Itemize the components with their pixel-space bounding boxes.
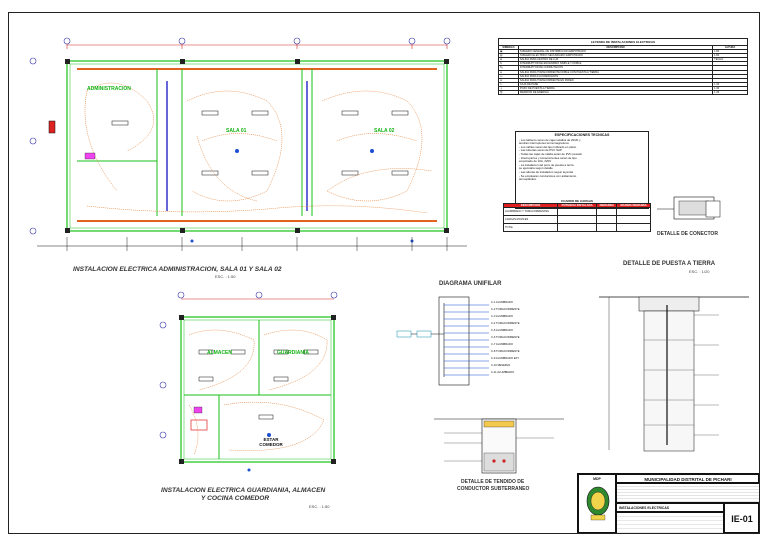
cargas-cell bbox=[616, 207, 651, 217]
cargas-cell bbox=[596, 215, 618, 225]
admin-floor-plan bbox=[29, 37, 467, 251]
unifilar-circuit: C-10 RESERVA bbox=[491, 364, 511, 367]
municipal-seal-icon bbox=[586, 486, 610, 521]
puesta-scale: ESC. : 1/20 bbox=[689, 269, 710, 274]
unifilar-drawing bbox=[396, 296, 489, 386]
specs-line: se ejecutara segun detalle bbox=[519, 166, 553, 171]
guardiania-plan-title-1: INSTALACION ELECTRICA GUARDIANIA, ALMACE… bbox=[161, 487, 326, 494]
cargas-wrap: CUADRO DE CARGAS DESCRIPCION POTENCIA IN… bbox=[502, 199, 651, 233]
conector-title: DETALLE DE CONECTOR bbox=[657, 231, 718, 237]
cargas-cell: CARGAS MOVILES bbox=[502, 215, 559, 225]
guardiania-plan-title-2: Y COCINA COMEDOR bbox=[201, 495, 270, 502]
room-label-almacen: ALMACEN bbox=[207, 350, 232, 356]
conector-detail-drawing bbox=[657, 196, 721, 220]
cargas-cell bbox=[596, 207, 618, 217]
specs-box: ESPECIFICACIONES TECNICAS - Los tableros… bbox=[515, 131, 649, 209]
table-row: ALUMBRADO Y TOMACORRIENTES bbox=[502, 207, 651, 217]
table-row: TOTAL bbox=[502, 223, 651, 233]
legend-table-wrap: LEYENDA DE INSTALACIONES ELECTRICAS SIMB… bbox=[498, 38, 748, 96]
specs-line: - Todas las cajas de salida seran de PVC… bbox=[519, 151, 582, 156]
specs-line: - Se emplearan conductores con aislamien… bbox=[519, 173, 577, 178]
sheet-code: IE-01 bbox=[724, 503, 759, 533]
legend-table: SIMBOLO DESCRIPCION ALTURA ▣TABLERO GENE… bbox=[498, 44, 748, 96]
unifilar-circuit-list: C-1 ALUMBRADO C-2 TOMACORRIENTE C-3 ALUM… bbox=[491, 301, 520, 378]
specs-line: - Los tableros seran de caja metalica de… bbox=[519, 137, 581, 142]
unifilar-circuit: C-9 ALUMBRADO EXT. bbox=[491, 357, 520, 360]
cargas-header: DEMANDA bbox=[596, 202, 618, 209]
cargas-table: DESCRIPCION POTENCIA INSTALADA DEMANDA M… bbox=[502, 202, 651, 233]
table-row: CARGAS MOVILES bbox=[502, 215, 651, 225]
legend-desc: MEDIDOR DE ENERGIA bbox=[517, 90, 714, 96]
legend-header-descripcion: DESCRIPCION bbox=[517, 44, 714, 51]
unifilar-circuit: C-7 ALUMBRADO bbox=[491, 343, 513, 346]
specs-line: - Las alturas de instalacion segun leyen… bbox=[519, 169, 573, 174]
puesta-title: DETALLE DE PUESTA A TIERRA bbox=[623, 261, 716, 267]
specs-line: - Los cables seran del tipo indicado en … bbox=[519, 144, 577, 149]
room-label-estar-comedor: ESTAR COMEDOR bbox=[259, 437, 283, 447]
specs-line: - La instalacion del pozo de puesta a ti… bbox=[519, 162, 574, 167]
cargas-cell: ALUMBRADO Y TOMACORRIENTES bbox=[502, 207, 559, 217]
room-label-guardiania: GUARDIANIA bbox=[277, 350, 309, 356]
unifilar-circuit: C-5 ALUMBRADO bbox=[491, 329, 513, 332]
room-label-sala-02: SALA 02 bbox=[374, 128, 395, 134]
tendido-detail-drawing bbox=[434, 418, 564, 474]
cargas-cell bbox=[596, 223, 618, 233]
cargas-title: CUADRO DE CARGAS bbox=[560, 199, 593, 203]
unifilar-circuit: C-11 ALUMBRADO bbox=[491, 371, 515, 374]
cargas-cell bbox=[557, 207, 598, 217]
sheet-name: INSTALACIONES ELECTRICAS bbox=[616, 503, 724, 512]
unifilar-circuit: C-3 ALUMBRADO bbox=[491, 315, 513, 318]
logo-label: MDP bbox=[593, 477, 601, 481]
unifilar-circuit: C-4 TOMACORRIENTE bbox=[491, 322, 520, 325]
specs-line: empotrado de 10A, 220V bbox=[519, 159, 552, 164]
specs-line: - Interruptores y tomacorrientes seran d… bbox=[519, 155, 577, 160]
legend-height: 1.30 bbox=[712, 90, 748, 96]
cargas-cell: TOTAL bbox=[502, 223, 559, 233]
guardiania-plan-scale: ESC. : 1:50 bbox=[309, 504, 330, 509]
cargas-cell bbox=[557, 215, 598, 225]
unifilar-circuit: C-2 TOMACORRIENTE bbox=[491, 308, 520, 311]
title-block-logo-cell: MDP bbox=[578, 474, 616, 533]
tendido-title-2: CONDUCTOR SUBTERRANEO bbox=[457, 486, 530, 492]
unifilar-circuit: C-6 TOMACORRIENTE bbox=[491, 336, 520, 339]
room-label-administracion: ADMINISTRACION bbox=[87, 86, 131, 92]
specs-line: - Las tuberias seran de PVC SAP bbox=[519, 148, 562, 153]
unifilar-circuit: C-8 TOMACORRIENTE bbox=[491, 350, 520, 353]
legend-symbol-icon: Ⓜ bbox=[498, 90, 519, 96]
cargas-cell bbox=[616, 215, 651, 225]
cargas-header: POTENCIA INSTALADA bbox=[557, 202, 598, 209]
title-block: MDP MUNICIPALIDAD DISTRITAL DE PICHARI I… bbox=[577, 473, 759, 533]
project-description bbox=[616, 483, 759, 503]
cargas-cell bbox=[616, 223, 651, 233]
specs-line: tendran interruptores termomagneticos bbox=[519, 141, 569, 146]
room-label-sala-01: SALA 01 bbox=[226, 128, 247, 134]
specs-title: ESPECIFICACIONES TECNICAS bbox=[554, 133, 610, 137]
entity-name: MUNICIPALIDAD DISTRITAL DE PICHARI bbox=[616, 474, 759, 483]
drawing-sheet: ADMINISTRACION SALA 01 SALA 02 INSTALACI… bbox=[8, 12, 760, 534]
unifilar-title: DIAGRAMA UNIFILAR bbox=[439, 281, 502, 287]
specs-line: termoplastico bbox=[519, 177, 537, 182]
admin-plan-scale: ESC. : 1:50 bbox=[215, 274, 236, 279]
sheet-info-grid bbox=[616, 512, 724, 533]
unifilar-circuit: C-1 ALUMBRADO bbox=[491, 301, 513, 304]
guardiania-floor-plan bbox=[159, 291, 338, 472]
cargas-header: MAXIMA DEMANDA bbox=[616, 202, 651, 209]
puesta-tierra-drawing bbox=[599, 296, 749, 452]
legend-title: LEYENDA DE INSTALACIONES ELECTRICAS bbox=[498, 38, 748, 45]
legend-header-altura: ALTURA bbox=[712, 44, 748, 51]
tendido-title-1: DETALLE DE TENDIDO DE bbox=[461, 479, 525, 485]
admin-plan-title: INSTALACION ELECTRICA ADMINISTRACION, SA… bbox=[73, 266, 282, 273]
cargas-cell bbox=[557, 223, 598, 233]
